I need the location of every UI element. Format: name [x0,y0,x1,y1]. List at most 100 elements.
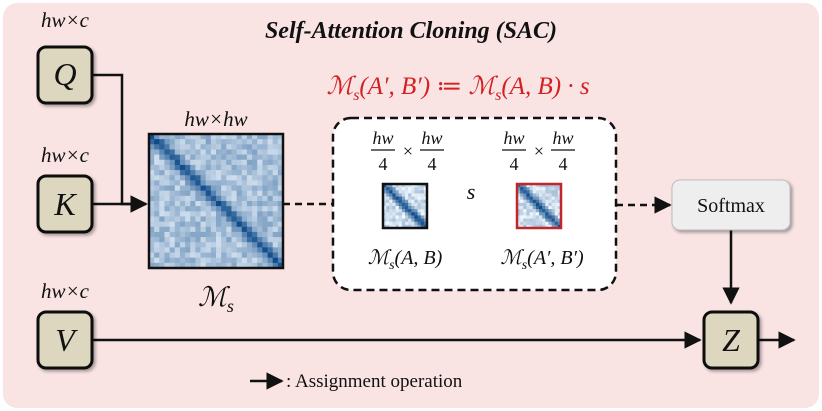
matrix-cell [149,139,155,145]
softmax-box [671,179,791,231]
matrix-cell [205,247,212,253]
matrix-cell [526,184,530,188]
matrix-cell [210,185,217,192]
matrix-cell [231,190,238,197]
matrix-cell [216,180,222,186]
matrix-cell [411,193,415,197]
matrix-cell [159,185,165,192]
matrix-cell [539,187,543,191]
matrix-cell [236,180,243,186]
matrix-cell [164,185,171,192]
matrix-cell [231,201,238,207]
matrix-cell [257,252,263,259]
matrix-cell [226,237,232,243]
matrix-cell [154,247,160,253]
matrix-cell [246,185,253,192]
matrix-cell [174,195,181,202]
matrix-cell [164,195,171,202]
matrix-cell [149,164,155,171]
matrix-cell [267,139,274,145]
matrix-cell [267,226,274,233]
matrix-cell [392,196,396,201]
matrix-cell [517,187,521,191]
matrix-cell [241,262,248,269]
matrix-cell [520,215,524,219]
matrix-cell [405,209,409,213]
matrix-cell [190,175,196,181]
matrix-cell [262,262,268,269]
matrix-cell [557,206,562,210]
matrix-cell [226,159,232,166]
matrix-cell [398,224,403,229]
matrix-cell [557,224,562,229]
matrix-cell [542,212,546,216]
matrix-cell [417,190,422,194]
matrix-cell [267,201,274,207]
matrix-cell [185,257,191,264]
matrix-cell [277,226,284,233]
matrix-cell [216,159,222,166]
matrix-cell [405,224,409,229]
attention-matrix-frame [147,132,285,270]
matrix-cell [159,144,165,150]
matrix-cell [159,257,165,264]
matrix-cell [389,212,393,216]
matrix-cell [408,215,412,219]
matrix-cell [159,247,165,253]
matrix-cell [535,206,540,210]
matrix-cell [210,190,217,197]
matrix-cell [395,212,400,216]
matrix-cell [149,201,155,207]
matrix-cell [226,164,232,171]
matrix-cell [200,242,207,248]
matrix-cell [164,262,171,269]
matrix-cell [420,199,425,204]
matrix-cell [408,193,412,197]
matrix-cell [408,212,412,216]
matrix-cell [272,237,279,243]
matrix-cell [252,262,258,269]
matrix-cell [554,202,559,207]
matrix-cell [532,202,537,207]
matrix-cell [195,139,201,145]
matrix-cell [272,195,279,202]
matrix-cell [205,195,212,202]
matrix-cell [195,185,201,192]
matrix-cell [267,134,274,140]
matrix-cell [386,190,390,194]
matrix-cell [395,190,400,194]
matrix-cell [262,134,268,140]
matrix-cell [383,190,387,194]
matrix-cell [221,257,227,264]
matrix-cell [395,221,400,226]
matrix-cell [174,185,181,192]
matrix-cell [398,196,403,201]
matrix-cell [529,190,534,194]
matrix-cell [231,231,238,238]
matrix-cell [383,193,387,197]
matrix-cell [539,196,543,201]
matrix-cell [246,226,253,233]
matrix-cell [195,211,201,217]
matrix-cell [267,185,274,192]
matrix-cell [236,164,243,171]
matrix-cell [532,196,537,201]
matrix-cell [246,159,253,166]
matrix-cell [179,149,186,156]
matrix-dim-label: hw×hw [184,107,247,131]
matrix-cell [262,201,268,207]
matrix-cell [210,149,217,156]
matrix-cell [221,262,227,269]
matrix-cell [548,202,552,207]
matrix-cell [262,237,268,243]
matrix-cell [411,224,415,229]
matrix-cell [190,164,196,171]
matrix-cell [216,139,222,145]
matrix-cell [529,206,534,210]
matrix-cell [267,252,274,259]
matrix-cell [246,180,253,186]
matrix-cell [226,242,232,248]
matrix-cell [210,134,217,140]
matrix-cell [226,154,232,161]
matrix-cell [164,242,171,248]
